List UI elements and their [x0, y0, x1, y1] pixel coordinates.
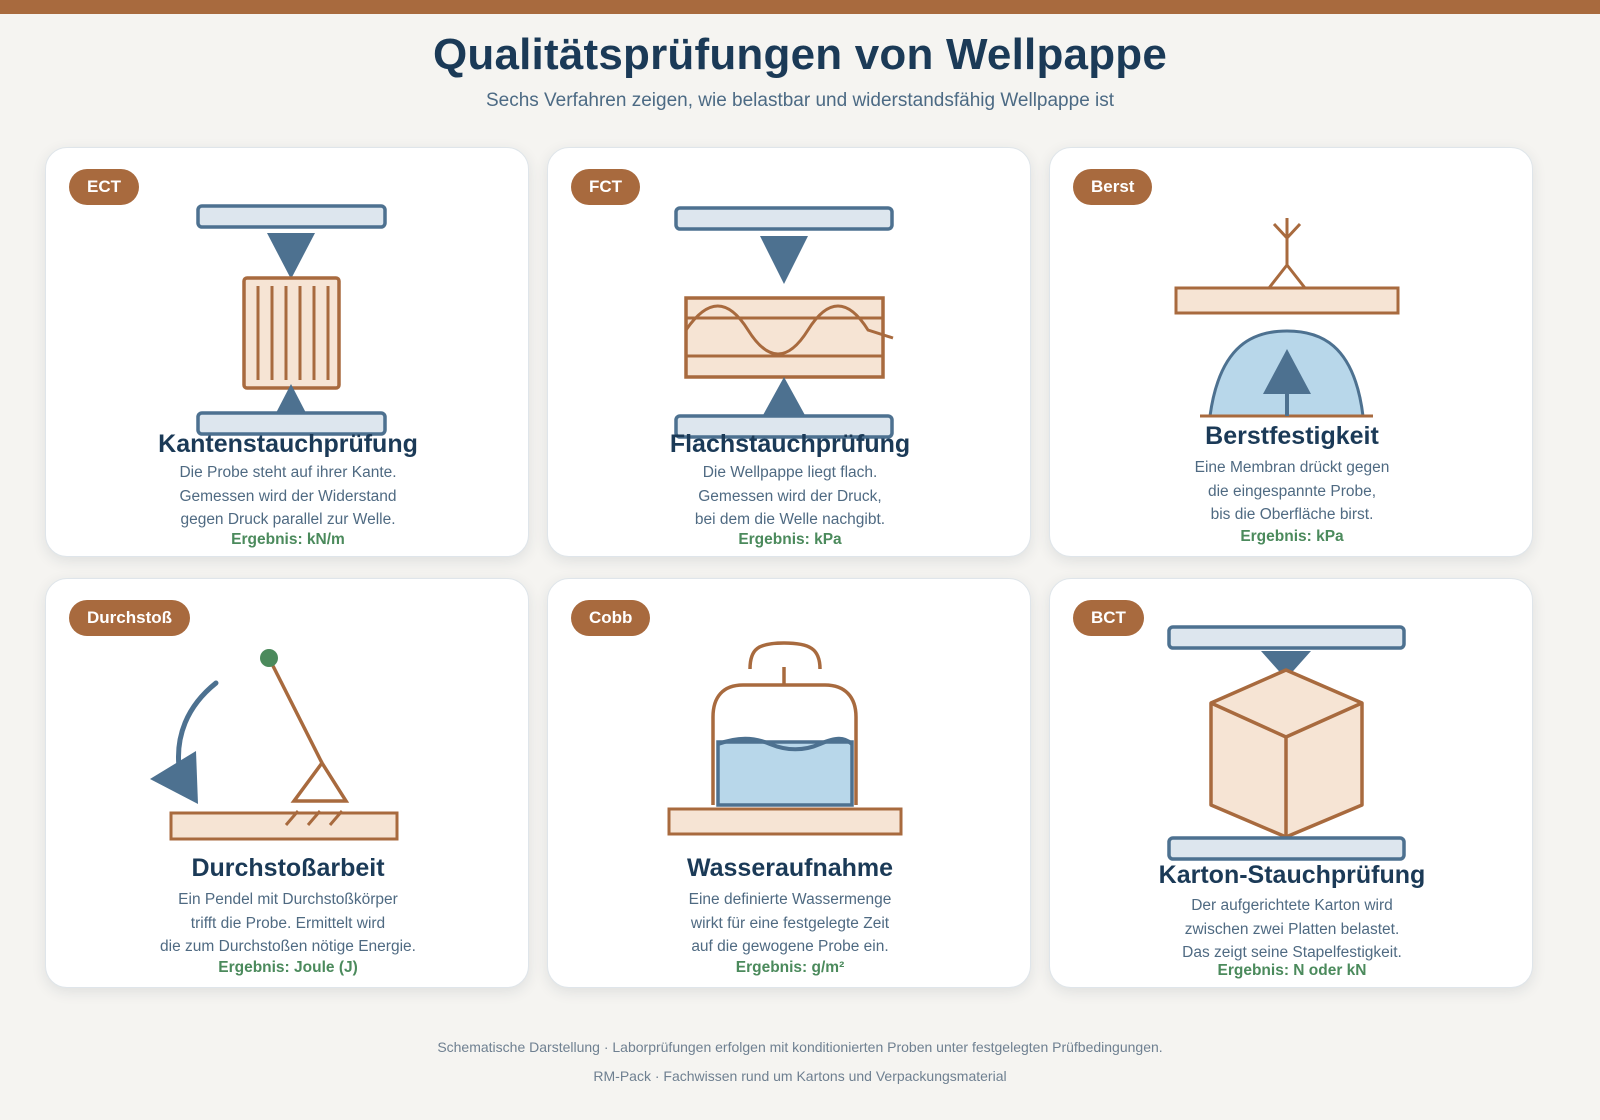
card-title-berst: Berstfestigkeit — [1205, 422, 1379, 450]
edge-crush-icon — [196, 204, 387, 436]
box-compression-icon — [1167, 625, 1406, 861]
desc-line: Das zeigt seine Stapelfestigkeit. — [1182, 944, 1402, 961]
card-berst: Berst Berstfestigkeit Eine Membran drück… — [1049, 147, 1533, 557]
badge-fct: FCT — [571, 169, 641, 205]
desc-line: zwischen zwei Platten belastet. — [1184, 920, 1400, 938]
card-desc-berst: Eine Membran drückt gegen die eingespann… — [1050, 456, 1532, 527]
footer-brand: RM-Pack · Fachwissen rund um Kartons und… — [593, 1068, 1007, 1084]
badge-durchstoss: Durchstoß — [69, 600, 190, 636]
card-desc-ect: Die Probe steht auf ihrer Kante. Gemesse… — [46, 461, 528, 532]
badge-cobb: Cobb — [571, 600, 651, 636]
desc-line: Eine definierte Wassermenge — [688, 891, 892, 908]
card-result-bct: Ergebnis: N oder kN — [1217, 962, 1367, 979]
card-ect: ECT Kantenstauchprüfung Die Probe steht … — [45, 147, 529, 557]
page-subtitle: Sechs Verfahren zeigen, wie belastbar un… — [485, 90, 1115, 111]
badge-berst: Berst — [1073, 169, 1153, 205]
desc-line: bis die Oberfläche birst. — [1210, 506, 1374, 523]
card-desc-bct: Der aufgerichtete Karton wird zwischen z… — [1050, 894, 1532, 965]
desc-line: gegen Druck parallel zur Welle. — [180, 511, 396, 528]
card-title-ect: Kantenstauchprüfung — [158, 430, 418, 458]
badge-ect: ECT — [69, 169, 139, 205]
footer-note: Schematische Darstellung · Laborprüfunge… — [437, 1039, 1163, 1055]
card-desc-cobb: Eine definierte Wassermenge wirkt für ei… — [548, 888, 1030, 959]
card-title-cobb: Wasseraufnahme — [686, 854, 894, 882]
badge-bct: BCT — [1073, 600, 1144, 636]
flat-crush-icon — [674, 206, 894, 439]
card-title-durchstoss: Durchstoßarbeit — [191, 854, 385, 882]
desc-line: Eine Membran drückt gegen — [1194, 459, 1390, 476]
desc-line: Gemessen wird der Druck, — [698, 487, 882, 505]
card-result-berst: Ergebnis: kPa — [1240, 528, 1344, 545]
desc-line: Gemessen wird der Widerstand — [179, 487, 397, 505]
top-accent-bar — [0, 0, 1600, 14]
card-title-bct: Karton-Stauchprüfung — [1158, 861, 1426, 889]
desc-line: auf die gewogene Probe ein. — [691, 938, 889, 955]
card-desc-fct: Die Wellpappe liegt flach. Gemessen wird… — [548, 461, 1030, 532]
desc-line: bei dem die Welle nachgibt. — [694, 511, 886, 528]
page-title: Qualitätsprüfungen von Wellpappe — [432, 30, 1168, 79]
card-title-fct: Flachstauchprüfung — [669, 430, 911, 458]
desc-line: Die Wellpappe liegt flach. — [702, 464, 878, 481]
desc-line: die zum Durchstoßen nötige Energie. — [160, 938, 416, 955]
desc-line: Die Probe steht auf ihrer Kante. — [179, 464, 397, 481]
card-result-ect: Ergebnis: kN/m — [231, 531, 345, 548]
desc-line: Ein Pendel mit Durchstoßkörper — [178, 891, 398, 908]
desc-line: die eingespannte Probe, — [1207, 482, 1377, 500]
card-desc-durchstoss: Ein Pendel mit Durchstoßkörper trifft di… — [46, 888, 528, 959]
desc-line: wirkt für eine festgelegte Zeit — [690, 914, 890, 932]
desc-line: trifft die Probe. Ermittelt wird — [190, 914, 386, 932]
card-cobb: Cobb Wasseraufnahme Eine definierte Wass… — [547, 578, 1031, 988]
pendulum-icon — [150, 649, 399, 841]
water-cup-icon — [667, 641, 903, 836]
card-result-cobb: Ergebnis: g/m² — [735, 959, 845, 976]
card-bct: BCT Karton-Stauchprüfung Der aufgerichte… — [1049, 578, 1533, 988]
card-fct: FCT Flachstauchprüfung Die Wellpappe lie… — [547, 147, 1031, 557]
card-result-fct: Ergebnis: kPa — [738, 531, 842, 548]
desc-line: Der aufgerichtete Karton wird — [1191, 897, 1393, 914]
card-durchstoss: Durchstoß Durchstoßarbeit Ein Pendel mit… — [45, 578, 529, 988]
burst-membrane-icon — [1174, 218, 1400, 418]
card-result-durchstoss: Ergebnis: Joule (J) — [218, 959, 358, 976]
